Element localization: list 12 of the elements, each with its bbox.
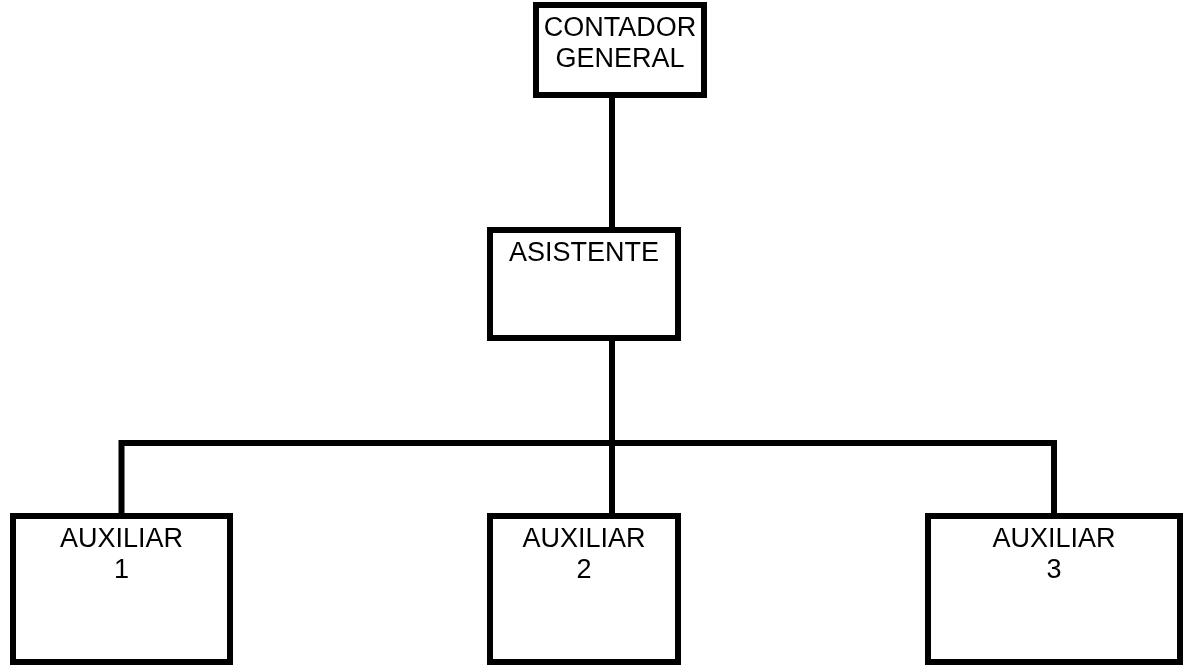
org-box: [533, 2, 707, 98]
role-label: AUXILIAR 3: [992, 523, 1116, 585]
role-label: ASISTENTE: [509, 237, 659, 268]
role-label: AUXILIAR 1: [59, 523, 183, 585]
org-box: [925, 513, 1183, 665]
org-box: [10, 513, 233, 665]
connector-line: [609, 98, 615, 227]
role-label: AUXILIAR 2: [522, 523, 646, 585]
org-box: [487, 227, 681, 341]
connector-line: [609, 341, 1057, 513]
role-label: CONTADOR GENERAL: [543, 12, 697, 74]
org-box: [487, 513, 681, 665]
